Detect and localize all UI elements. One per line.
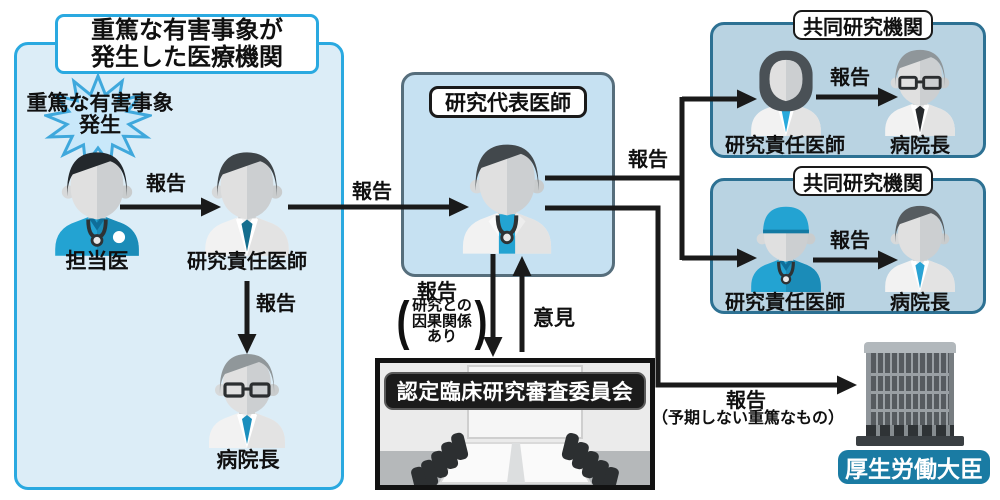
principal-investigator-avatar [192, 150, 302, 256]
attending-doctor-avatar [42, 150, 152, 256]
causal-note-open-paren: ( [396, 291, 410, 352]
causal-note-line2: 因果関係 [411, 312, 472, 330]
committee-title: 認定臨床研究審査委員会 [396, 381, 634, 404]
representative-physician-title-chip: 研究代表医師 [429, 86, 587, 118]
representative-physician-avatar [449, 142, 565, 254]
partner1-report-label: 報告 [830, 67, 870, 89]
opinion-label: 意見 [533, 307, 575, 330]
partner2-pi-label: 研究責任医師 [725, 292, 845, 314]
hospital-director-avatar [197, 352, 297, 448]
unexpected-note-label: （予期しない重篤なもの） [651, 410, 844, 427]
report-label-to-partners: 報告 [628, 149, 668, 171]
ministry-label-chip: 厚生労働大臣 [838, 450, 990, 484]
burst-text-line2: 発生 [79, 114, 121, 138]
causal-note: ( 研究との 因果関係 あり ) [388, 291, 496, 352]
source-title-line1: 重篤な有害事象が [91, 17, 283, 44]
report-label-to-committee: 報告 [417, 281, 457, 303]
adverse-event-burst-icon [44, 74, 152, 170]
partner1-title-chip: 共同研究機関 [793, 10, 933, 40]
report-label-attending-to-pi: 報告 [146, 173, 186, 195]
ministry-building-icon [856, 342, 964, 446]
report-label-to-ministry: 報告 [726, 390, 766, 412]
partner1-pi-avatar [740, 48, 832, 136]
report-label-pi-to-director: 報告 [256, 293, 296, 315]
causal-note-line3: あり [426, 328, 457, 345]
partner1-pi-label: 研究責任医師 [725, 135, 845, 157]
principal-investigator-label: 研究責任医師 [187, 251, 307, 273]
attending-doctor-label: 担当医 [65, 250, 129, 273]
partner2-title: 共同研究機関 [803, 172, 923, 195]
partner1-director-avatar [874, 48, 966, 136]
causal-note-line1: 研究との [412, 297, 472, 314]
report-label-pi-to-representative: 報告 [352, 181, 392, 203]
ministry-label: 厚生労働大臣 [845, 456, 983, 482]
hospital-director-label: 病院長 [216, 449, 280, 472]
burst-text-line1: 重篤な有害事象 [26, 92, 174, 115]
representative-title: 研究代表医師 [445, 92, 571, 115]
partner2-report-label: 報告 [830, 230, 870, 252]
source-institution-title-chip: 重篤な有害事象が 発生した医療機関 [55, 14, 319, 74]
partner1-director-label: 病院長 [890, 135, 950, 157]
burst-text: 重篤な有害事象 発生 [16, 92, 184, 138]
partner1-title: 共同研究機関 [803, 16, 923, 39]
partner2-director-avatar [874, 204, 966, 292]
partner2-pi-avatar [740, 204, 832, 292]
committee-title-chip: 認定臨床研究審査委員会 [384, 372, 646, 410]
partner2-title-chip: 共同研究機関 [793, 166, 933, 196]
causal-note-close-paren: ) [474, 291, 488, 352]
source-title-line2: 発生した医療機関 [91, 44, 283, 71]
partner2-director-label: 病院長 [890, 292, 950, 314]
